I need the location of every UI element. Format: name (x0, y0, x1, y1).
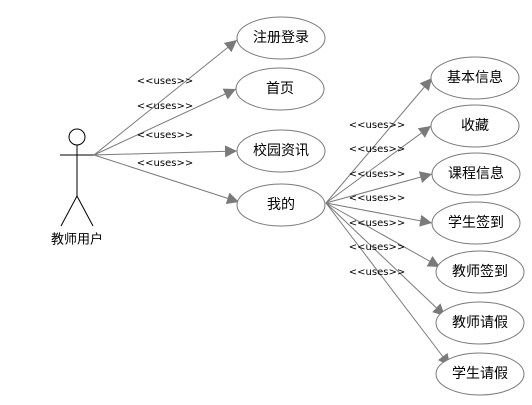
usecase-student-checkin-label: 学生签到 (448, 214, 504, 231)
edge-labels: <<uses>> <<uses>> <<uses>> <<uses>> <<us… (137, 76, 405, 278)
label-home-uses: <<uses>> (137, 101, 193, 112)
usecase-basic-info: 基本信息 (430, 56, 520, 100)
usecase-news-label: 校园资讯 (253, 142, 309, 159)
actor-left-leg (60, 195, 78, 227)
usecase-teacher-checkin-label: 教师签到 (452, 263, 508, 280)
usecase-register-label: 注册登录 (253, 30, 309, 46)
actor-right-leg (76, 195, 94, 227)
label-course-info-uses: <<uses>> (349, 169, 405, 180)
usecase-mine: 我的 (236, 183, 326, 227)
usecase-student-leave: 学生请假 (435, 352, 525, 396)
actor-teacher-user: 教师用户 (51, 128, 103, 248)
label-mine-uses: <<uses>> (137, 158, 193, 169)
usecase-teacher-leave: 教师请假 (435, 301, 525, 345)
usecase-favorites: 收藏 (430, 104, 520, 148)
usecase-register: 注册登录 (236, 16, 326, 60)
edge-mine (93, 154, 240, 205)
edge-course-info (325, 171, 433, 204)
label-student-leave-uses: <<uses>> (349, 267, 405, 278)
label-news-uses: <<uses>> (137, 130, 193, 141)
label-teacher-leave-uses: <<uses>> (349, 242, 405, 253)
actor-edges (93, 39, 240, 205)
usecase-teacher-checkin: 教师签到 (435, 250, 525, 294)
usecase-home: 首页 (235, 67, 325, 111)
usecase-home-label: 首页 (266, 81, 294, 97)
label-teacher-checkin-uses: <<uses>> (349, 218, 405, 229)
edge-teacher-checkin (325, 202, 441, 268)
usecase-mine-label: 我的 (267, 197, 295, 213)
label-register-uses: <<uses>> (137, 76, 193, 87)
label-basic-info-uses: <<uses>> (349, 120, 405, 131)
edge-home (93, 88, 237, 156)
usecase-teacher-leave-label: 教师请假 (452, 315, 508, 331)
label-student-checkin-uses: <<uses>> (349, 193, 405, 204)
usecase-course-info: 课程信息 (431, 152, 521, 196)
edge-basic-info (325, 77, 433, 204)
label-favorites-uses: <<uses>> (349, 144, 405, 155)
edge-favorites (325, 125, 432, 204)
usecase-student-checkin: 学生签到 (431, 201, 521, 245)
edge-news (93, 145, 238, 158)
edge-student-checkin (325, 202, 433, 227)
mine-edges (325, 77, 451, 367)
usecase-favorites-label: 收藏 (461, 118, 489, 134)
actor-label: 教师用户 (51, 232, 103, 248)
edge-register (93, 39, 238, 156)
usecase-student-leave-label: 学生请假 (452, 366, 508, 382)
usecase-basic-info-label: 基本信息 (447, 69, 503, 86)
usecase-news: 校园资讯 (236, 129, 326, 173)
edge-student-leave (325, 202, 451, 367)
usecase-course-info-label: 课程信息 (448, 165, 504, 182)
actor-head (68, 128, 86, 146)
edge-teacher-leave (325, 202, 446, 317)
